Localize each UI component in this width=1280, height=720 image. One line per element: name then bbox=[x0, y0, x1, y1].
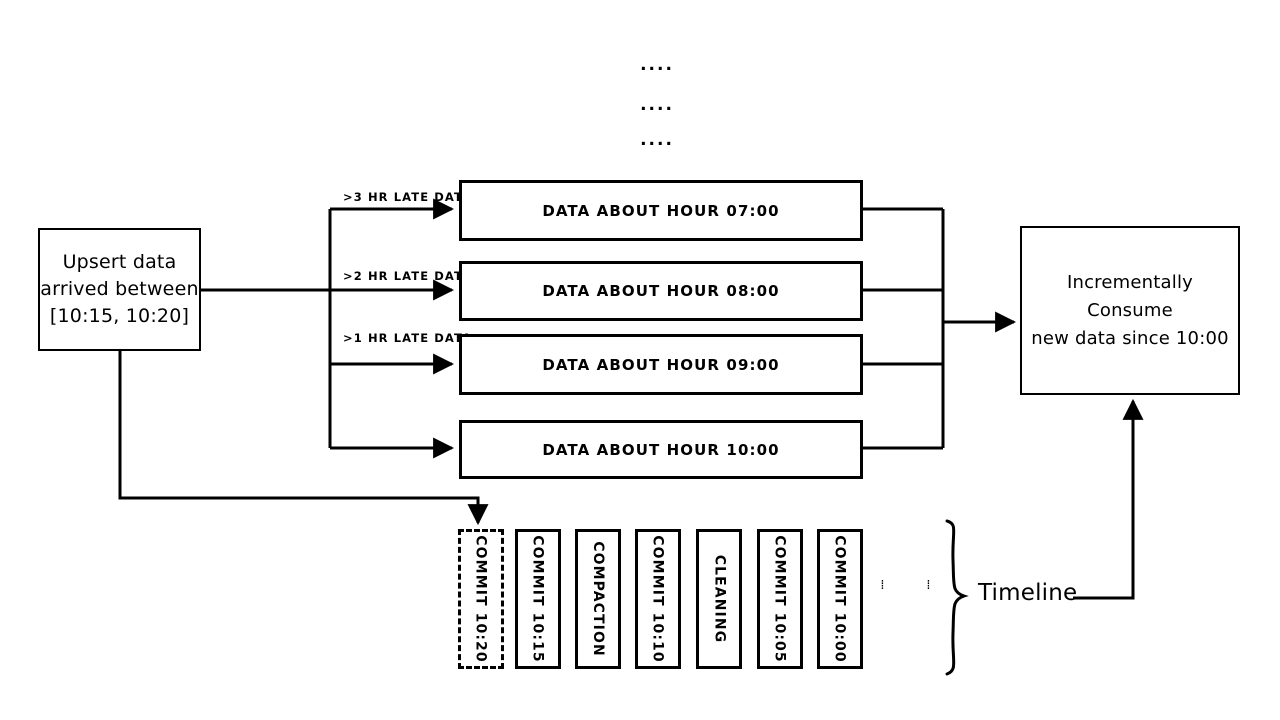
timeline-ellipsis-1: ⁞ bbox=[926, 578, 931, 593]
upsert-line-3: [10:15, 10:20] bbox=[49, 305, 190, 327]
top-ellipsis-1: .... bbox=[640, 95, 674, 115]
timeline-ellipsis-0: ⁞ bbox=[880, 578, 885, 593]
top-ellipsis-2: .... bbox=[640, 130, 674, 150]
upsert-line-2: arrived between bbox=[40, 278, 199, 300]
timeline-instant-compaction: COMPACTION bbox=[575, 529, 621, 669]
timeline-instant-label: COMMIT 10:00 bbox=[832, 535, 848, 663]
timeline-label: Timeline bbox=[978, 580, 1078, 606]
consume-line-1: Incrementally Consume bbox=[1066, 271, 1194, 321]
timeline-instant-commit-1010: COMMIT 10:10 bbox=[635, 529, 681, 669]
timeline-instant-commit-1000: COMMIT 10:00 bbox=[817, 529, 863, 669]
late-data-label-3hr: >3 HR LATE DATA bbox=[343, 190, 473, 204]
timeline-instant-commit-1020: COMMIT 10:20 bbox=[458, 529, 504, 669]
hour-partition-box-08: DATA ABOUT HOUR 08:00 bbox=[459, 261, 863, 321]
upsert-line-1: Upsert data bbox=[62, 251, 177, 273]
late-data-label-1hr: >1 HR LATE DATA bbox=[343, 331, 473, 345]
late-data-label-2hr: >2 HR LATE DATA bbox=[343, 269, 473, 283]
hour-partition-box-09: DATA ABOUT HOUR 09:00 bbox=[459, 334, 863, 395]
top-ellipsis-0: .... bbox=[640, 55, 674, 75]
incremental-consumer-box: Incrementally Consume new data since 10:… bbox=[1020, 226, 1240, 395]
hour-partition-box-10: DATA ABOUT HOUR 10:00 bbox=[459, 420, 863, 479]
timeline-instant-label: COMPACTION bbox=[590, 541, 607, 657]
timeline-instant-commit-1015: COMMIT 10:15 bbox=[515, 529, 561, 669]
upsert-source-box: Upsert data arrived between [10:15, 10:2… bbox=[38, 228, 201, 351]
timeline-instant-commit-1005: COMMIT 10:05 bbox=[757, 529, 803, 669]
timeline-instant-label: COMMIT 10:20 bbox=[473, 535, 489, 663]
timeline-instant-cleaning: CLEANING bbox=[696, 529, 742, 669]
timeline-instant-label: CLEANING bbox=[711, 554, 727, 644]
timeline-instant-label: COMMIT 10:10 bbox=[650, 535, 666, 663]
consume-line-2: new data since 10:00 bbox=[1031, 327, 1229, 349]
timeline-instant-label: COMMIT 10:15 bbox=[530, 535, 546, 663]
hour-partition-box-07: DATA ABOUT HOUR 07:00 bbox=[459, 180, 863, 241]
timeline-instant-label: COMMIT 10:05 bbox=[772, 535, 788, 663]
